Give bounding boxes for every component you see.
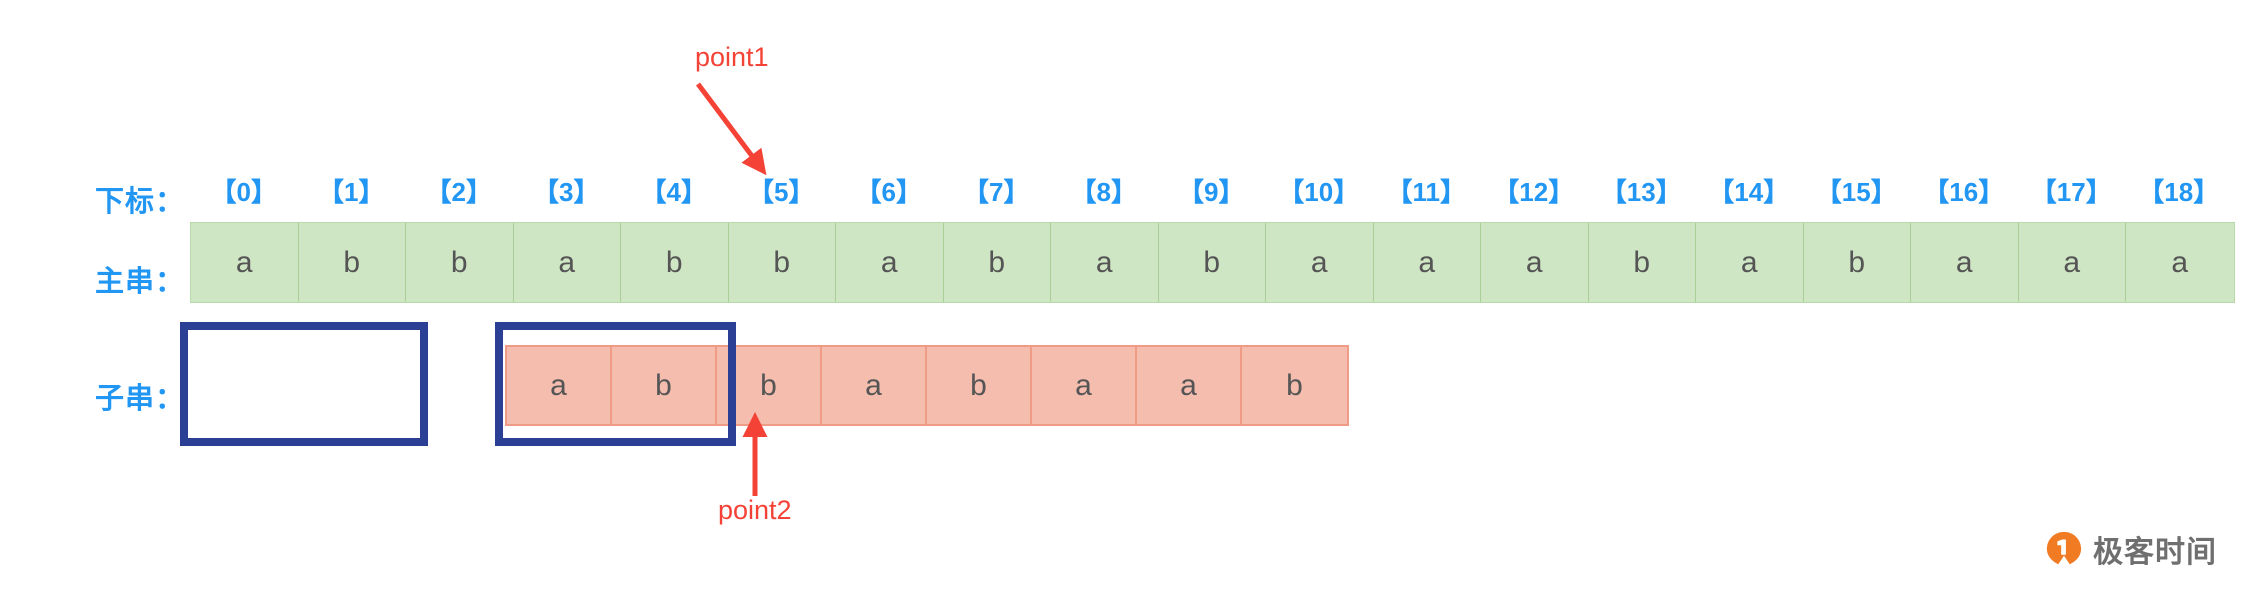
- index-cell: 【13】: [1600, 177, 1682, 207]
- sub-string-cell: a: [1137, 347, 1242, 424]
- highlight-box-matched-prefix: [495, 322, 736, 446]
- index-cell: 【7】: [963, 177, 1030, 207]
- main-string-cell: a: [1696, 223, 1804, 302]
- main-string-cell: a: [1911, 223, 2019, 302]
- index-cell: 【0】: [210, 177, 277, 207]
- watermark: 极客时间: [2045, 527, 2217, 571]
- index-cell: 【18】: [2138, 177, 2220, 207]
- main-string-cell: b: [943, 223, 1051, 302]
- main-string-row-label: 主串：: [94, 266, 185, 298]
- main-string-cell: b: [1158, 223, 1266, 302]
- index-cell: 【3】: [533, 177, 600, 207]
- point2-label: point2: [718, 495, 792, 525]
- index-cell: 【2】: [425, 177, 492, 207]
- main-string-cell: a: [1051, 223, 1159, 302]
- index-cell: 【1】: [318, 177, 385, 207]
- main-string-cell: b: [1803, 223, 1911, 302]
- sub-string-cell: a: [507, 347, 612, 424]
- sub-string-cell: b: [927, 347, 1032, 424]
- main-string-cell: a: [1266, 223, 1374, 302]
- sub-string-cell: a: [1032, 347, 1137, 424]
- main-string-cell: a: [1481, 223, 1589, 302]
- index-cell: 【16】: [1923, 177, 2005, 207]
- sub-string-row-label: 子串：: [94, 383, 185, 415]
- index-cell: 【9】: [1178, 177, 1245, 207]
- geektime-logo-icon: [2046, 531, 2082, 565]
- main-string-cell: b: [298, 223, 406, 302]
- main-string-cell: a: [2126, 223, 2234, 302]
- main-string-cell: b: [621, 223, 729, 302]
- sub-string-strip: a b b a b a a b: [505, 345, 1349, 426]
- point1-arrow-icon: [696, 82, 767, 176]
- main-string-cell: b: [728, 223, 836, 302]
- watermark-text: 极客时间: [2093, 536, 2217, 569]
- index-row-label: 下标：: [94, 186, 185, 218]
- highlight-box-empty: [180, 322, 428, 446]
- index-cell: 【12】: [1493, 177, 1575, 207]
- main-string-cell: a: [191, 223, 299, 302]
- main-string-cell: b: [406, 223, 514, 302]
- main-string-cell: a: [836, 223, 944, 302]
- index-cell: 【8】: [1070, 177, 1137, 207]
- index-cell: 【4】: [640, 177, 707, 207]
- index-cell: 【10】: [1278, 177, 1360, 207]
- point1-label: point1: [695, 42, 769, 72]
- main-string-cell: a: [1373, 223, 1481, 302]
- index-cell: 【5】: [748, 177, 815, 207]
- index-cell: 【11】: [1386, 177, 1467, 207]
- sub-string-cell: b: [1286, 368, 1303, 402]
- point2-arrow-icon: [742, 412, 768, 496]
- sub-string-cell: b: [717, 347, 822, 424]
- index-cell: 【6】: [855, 177, 922, 207]
- main-string-cell: a: [2018, 223, 2126, 302]
- index-strip: 【0】 【1】 【2】 【3】 【4】 【5】 【6】 【7】 【8】 【9】 …: [190, 175, 2233, 209]
- index-cell: 【15】: [1815, 177, 1897, 207]
- index-cell: 【17】: [2030, 177, 2112, 207]
- sub-string-cell: a: [822, 347, 927, 424]
- index-cell: 【14】: [1708, 177, 1790, 207]
- main-string-cell: a: [513, 223, 621, 302]
- main-string-cell: b: [1588, 223, 1696, 302]
- sub-string-cell: b: [612, 347, 717, 424]
- main-string-strip: a b b a b b a b a b a a a b a b a a a: [190, 222, 2235, 303]
